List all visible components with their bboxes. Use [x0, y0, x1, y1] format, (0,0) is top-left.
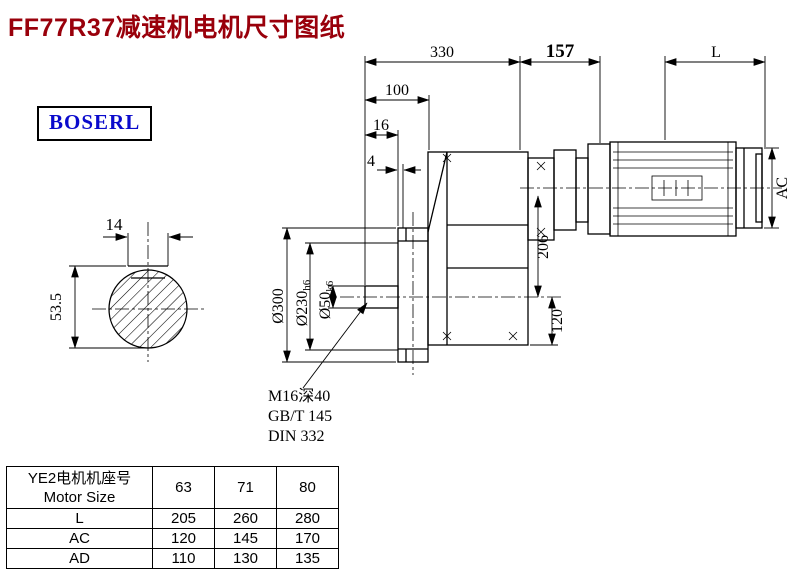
- bolt-mark-icon: [536, 161, 546, 171]
- dim-100-label: 100: [385, 82, 409, 99]
- motor-nameplate: [651, 175, 703, 201]
- dim-L-label: L: [711, 44, 721, 61]
- note-din332: DIN 332: [268, 428, 324, 445]
- cell-value: 110: [152, 548, 215, 569]
- dim-16-label: 16: [373, 117, 389, 134]
- cell-value: 145: [214, 528, 277, 549]
- cell-value: 170: [276, 528, 339, 549]
- frame-size-80: 80: [276, 466, 339, 509]
- row-label: AD: [6, 548, 153, 569]
- frame-size-63: 63: [152, 466, 215, 509]
- dim-206-label: 206: [535, 235, 552, 259]
- row-label: AC: [6, 528, 153, 549]
- motor-flange: [587, 143, 611, 235]
- note-gbt145: GB/T 145: [268, 408, 332, 425]
- table-header-cn: YE2电机机座号: [27, 469, 132, 487]
- table-header-en: Motor Size: [43, 488, 116, 506]
- cell-value: 135: [276, 548, 339, 569]
- bolt-mark-icon: [442, 153, 452, 163]
- dia-230-label: Ø230h6: [294, 279, 313, 326]
- input-adapter: [527, 157, 555, 241]
- row-label: L: [6, 508, 153, 529]
- motor-size-table: YE2电机机座号 Motor Size 63 71 80 L 205 260 2…: [6, 466, 339, 569]
- dim-53-5-label: 53.5: [48, 293, 65, 321]
- table-row-L: L 205 260 280: [6, 508, 339, 529]
- cell-value: 130: [214, 548, 277, 569]
- dim-330-label: 330: [430, 44, 454, 61]
- dim-AC-label: AC: [774, 177, 791, 199]
- table-row-AC: AC 120 145 170: [6, 528, 339, 549]
- coupling-housing: [553, 149, 577, 231]
- table-header-motor-size: YE2电机机座号 Motor Size: [6, 466, 153, 509]
- dimension-lines: [69, 56, 779, 389]
- cell-value: 120: [152, 528, 215, 549]
- frame-size-71: 71: [214, 466, 277, 509]
- dim-14-label: 14: [106, 215, 124, 234]
- dim-4-label: 4: [367, 153, 375, 170]
- motor-body: [609, 141, 737, 237]
- dia-300-label: Ø300: [270, 288, 287, 324]
- cell-value: 280: [276, 508, 339, 529]
- bolt-mark-icon: [508, 331, 518, 341]
- dimension-labels: 330 157 L 100 16 4 AC 206 120 Ø300 Ø230h…: [48, 41, 791, 445]
- dim-157-label: 157: [546, 41, 575, 62]
- note-m16: M16深40: [268, 387, 330, 405]
- table-header-row: YE2电机机座号 Motor Size 63 71 80: [6, 466, 339, 509]
- boserl-logo: BOSERL: [37, 106, 153, 141]
- detail-lines: [442, 142, 733, 341]
- cell-value: 260: [214, 508, 277, 529]
- shaft-section-circle: [108, 269, 188, 349]
- dia-50-label: Ø50k6: [317, 280, 336, 319]
- page-title: FF77R37减速机电机尺寸图纸: [8, 14, 346, 42]
- gear-housing: [427, 151, 529, 346]
- bolt-mark-icon: [442, 331, 452, 341]
- table-row-AD: AD 110 130 135: [6, 548, 339, 569]
- dim-120-label: 120: [549, 309, 566, 333]
- gear-unit-side-view: [364, 141, 763, 363]
- cell-value: 205: [152, 508, 215, 529]
